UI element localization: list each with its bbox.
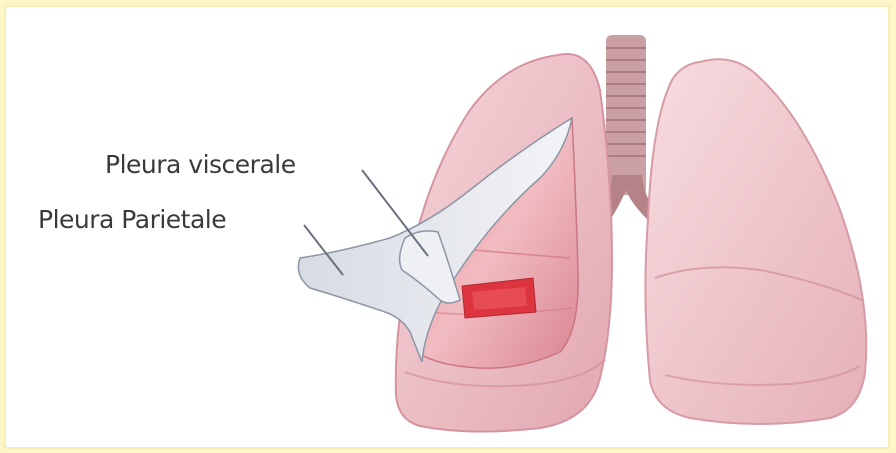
label-pleura-viscerale: Pleura viscerale [105, 150, 296, 179]
label-pleura-parietale: Pleura Parietale [38, 205, 226, 234]
right-lung [645, 59, 866, 424]
